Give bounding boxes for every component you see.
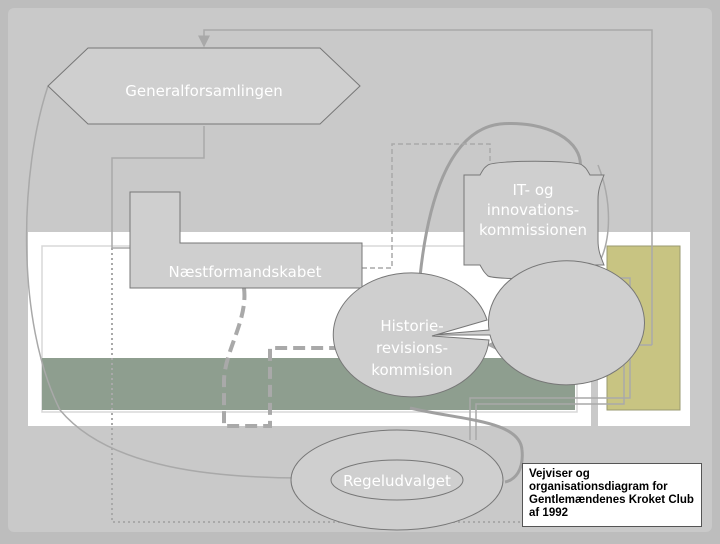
node-naestformandskabet-shape[interactable] [129, 191, 363, 289]
diagram-caption: Vejviser og organisationsdiagram for Gen… [522, 463, 702, 527]
node-historie-kommission-label-2: revisions- [376, 339, 448, 357]
connector-left-curve [25, 85, 306, 479]
node-historie-kommission-shape[interactable] [429, 260, 645, 386]
green-band [42, 358, 575, 410]
node-it-kommission-label-2: innovations- [487, 201, 579, 219]
node-historie-kommission-label-1: Historie- [380, 317, 443, 335]
node-regeludvalget-inner [330, 459, 464, 501]
node-generalforsamlingen-shape[interactable] [47, 47, 361, 125]
dashed-nf-it [362, 143, 491, 269]
dashed-nf-regel [222, 287, 336, 428]
connector-gf-nf [111, 126, 205, 249]
node-historie-kommission-body [332, 272, 490, 398]
node-naestformandskabet-label: Næstformandskabet [169, 263, 322, 281]
connector-historie-it-arc [416, 121, 582, 301]
connector-historie-regel [409, 406, 524, 484]
node-it-kommission-label-1: IT- og [512, 181, 553, 199]
node-generalforsamlingen-label: Generalforsamlingen [125, 82, 282, 100]
node-historie-kommission-label-3: kommision [371, 361, 452, 379]
connector-top-loop [198, 29, 653, 345]
node-it-kommission-label-3: kommissionen [479, 221, 587, 239]
node-it-kommission-shape[interactable] [463, 160, 605, 280]
node-regeludvalget-label: Regeludvalget [343, 472, 451, 490]
